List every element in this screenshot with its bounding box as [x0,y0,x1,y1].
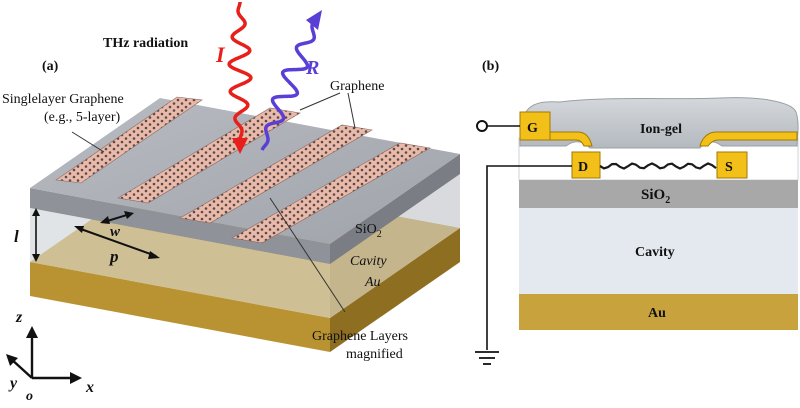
magnified-label: Graphene Layers [312,329,408,344]
dim-p-arrow [77,227,157,257]
cavity-front [30,208,330,318]
dim-p-head-left [74,226,84,233]
dim-p-label: p [108,247,119,266]
axis-y-label: y [8,375,18,392]
graphene-leader-1 [299,92,341,111]
singlelayer-label: Singlelayer Graphene [2,92,124,107]
cavity-side [330,174,460,318]
drain-wire [486,165,572,350]
sio2-side [330,154,460,264]
au-substrate-front [30,262,330,352]
dim-w-head-right [124,211,134,219]
graphene-ribbon-1 [55,96,203,184]
sio2-layer [519,180,798,208]
panel-a-label: (a) [42,59,59,74]
axis-x-head [70,372,82,384]
dim-w-head-left [100,216,110,224]
au-substrate-side [330,228,460,352]
dim-l-label: l [14,227,19,246]
ground-symbol [475,351,499,365]
graphene-ribbon-2 [117,107,301,204]
au-layer [519,294,798,330]
dim-w-label: w [110,224,121,240]
source-contact [716,151,748,179]
magnified-leader [269,197,346,313]
cavity-layer-label: Cavity [635,245,675,260]
incident-label: I [215,42,226,67]
drain-label: D [578,160,588,175]
gate-label: G [527,121,538,136]
axis-y-head [6,354,18,366]
cavity-label: Cavity [350,254,387,269]
iongel-label: Ion-gel [640,122,682,137]
graphene-leader-2 [347,92,356,129]
singlelayer-leader [71,131,105,153]
axis-triad [9,332,76,380]
graphene-channel [599,162,717,170]
panel-b-label: (b) [482,59,499,74]
dim-l-head-top [32,208,40,216]
gate-electrode-right [699,131,798,147]
dim-p-head-right [148,251,160,259]
cavity-layer [519,208,798,294]
axis-z-head [26,326,38,338]
graphene-ribbon-3 [179,124,373,224]
magnified-sub-label: magnified [346,347,403,362]
sio2-layer-label: SiO2 [641,187,670,206]
reflected-wave [260,15,320,151]
graphene-ribbon-4 [231,142,431,244]
incident-wave [227,2,253,140]
panel-a: (a) THz radiation I R Graphene Singlelay… [2,2,460,404]
reflected-label: R [305,57,319,79]
source-label: S [725,160,733,175]
gate-terminal [476,120,488,132]
thz-title: THz radiation [103,36,188,51]
incident-arrowhead [232,138,248,154]
sio2-label: SiO2 [355,222,382,240]
sio2-front [30,188,330,264]
drain-contact [571,151,601,179]
singlelayer-sub-label: (e.g., 5-layer) [44,110,121,125]
au-layer-label: Au [648,306,666,321]
axis-x-label: x [85,379,94,396]
panel-b: (b) G Ion-gel D S SiO2 [475,59,799,365]
axis-o-label: o [26,389,33,403]
axis-z-label: z [15,309,23,326]
reflected-arrowhead [306,10,322,30]
dim-l-head-bottom [32,254,40,262]
au-label: Au [364,275,381,290]
graphene-label: Graphene [330,79,384,94]
